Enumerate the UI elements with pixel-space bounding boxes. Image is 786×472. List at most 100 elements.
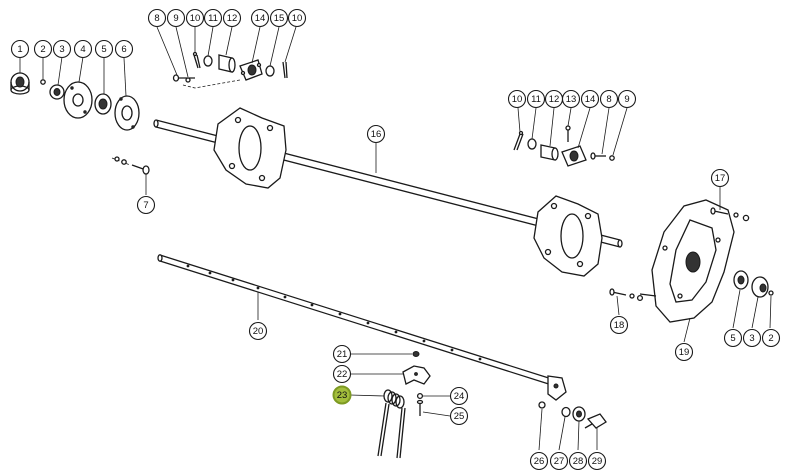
callout-2: 2 <box>33 39 53 59</box>
callout-circle <box>449 406 469 426</box>
callout-7: 7 <box>136 195 156 215</box>
callout-9: 9 <box>617 89 637 109</box>
part-ball-bearing <box>94 93 112 115</box>
callout-circle <box>674 342 694 362</box>
callout-number: 23 <box>337 390 348 401</box>
callout-11: 11 <box>203 8 223 28</box>
callout-circle <box>761 328 781 348</box>
callout-circle <box>609 315 629 335</box>
callout-circle <box>94 39 114 59</box>
part-washer <box>416 392 424 400</box>
callout-number: 10 <box>190 13 201 24</box>
callout-12: 12 <box>222 8 242 28</box>
part-bolt <box>590 152 606 160</box>
callout-24: 24 <box>449 386 469 406</box>
callout-number: 20 <box>253 326 264 337</box>
callout-28: 28 <box>568 451 588 471</box>
callout-number: 22 <box>337 369 348 380</box>
part-flange-housing <box>114 95 140 131</box>
part-bolt-small <box>111 156 150 175</box>
callout-3: 3 <box>52 39 72 59</box>
callout-circle <box>561 89 581 109</box>
bearing-assembly-right <box>513 125 615 167</box>
callout-circle <box>114 39 134 59</box>
part-bolt <box>710 207 750 222</box>
callout-14: 14 <box>250 8 270 28</box>
callout-number: 4 <box>80 44 85 55</box>
part-shim-washer <box>203 55 213 67</box>
callout-number: 17 <box>715 173 726 184</box>
part-sleeve <box>540 144 559 161</box>
part-sleeve <box>218 54 236 73</box>
part-washer <box>561 406 571 418</box>
callout-14: 14 <box>580 89 600 109</box>
callout-number: 9 <box>173 13 178 24</box>
callout-number: 10 <box>512 94 523 105</box>
callout-number: 14 <box>585 94 596 105</box>
cam-track-disc <box>609 199 774 323</box>
callout-number: 11 <box>531 94 541 105</box>
part-tine-clamp <box>402 365 431 385</box>
callout-number: 8 <box>154 13 159 24</box>
callout-8: 8 <box>147 8 167 28</box>
callout-number: 12 <box>227 13 238 24</box>
callout-circle <box>73 39 93 59</box>
shaft-holes <box>186 264 482 361</box>
callout-number: 14 <box>255 13 266 24</box>
part-nut <box>49 84 65 100</box>
callout-circle <box>507 89 527 109</box>
callout-19: 19 <box>674 342 694 362</box>
part-ball-bearing <box>733 270 749 290</box>
callout-circle <box>203 8 223 28</box>
leader-lines <box>19 26 772 451</box>
callout-circle <box>185 8 205 28</box>
callout-number: 13 <box>566 94 577 105</box>
callout-8: 8 <box>599 89 619 109</box>
part-bushing <box>10 72 30 95</box>
callout-circle <box>332 364 352 384</box>
part-bearing-block <box>239 59 263 81</box>
callout-circle <box>526 89 546 109</box>
callout-circle <box>10 39 30 59</box>
callout-21: 21 <box>332 344 352 364</box>
callout-circle <box>723 328 743 348</box>
part-bolt <box>172 74 195 82</box>
callout-1: 1 <box>10 39 30 59</box>
callout-circle <box>332 385 352 405</box>
callout-20: 20 <box>248 321 268 341</box>
callout-16: 16 <box>366 124 386 144</box>
callout-4: 4 <box>73 39 93 59</box>
callout-5: 5 <box>94 39 114 59</box>
callout-circle <box>529 451 549 471</box>
callout-number: 19 <box>679 347 690 358</box>
callout-number: 2 <box>768 333 773 344</box>
part-nut-small <box>412 351 420 357</box>
part-spring-tine <box>377 389 406 459</box>
callout-circle <box>147 8 167 28</box>
callout-number: 8 <box>606 94 611 105</box>
callout-10: 10 <box>287 8 307 28</box>
callout-circle <box>449 386 469 406</box>
callout-number: 6 <box>121 44 126 55</box>
crank-arm <box>547 375 567 401</box>
callout-number: 3 <box>749 333 754 344</box>
callout-2: 2 <box>761 328 781 348</box>
part-split-pin <box>192 51 201 69</box>
callout-circle <box>710 168 730 188</box>
callout-13: 13 <box>561 89 581 109</box>
callout-circle <box>248 321 268 341</box>
part-bolt <box>609 288 644 302</box>
callout-circle <box>599 89 619 109</box>
callout-29: 29 <box>587 451 607 471</box>
callout-number: 24 <box>454 391 465 402</box>
callout-15: 15 <box>269 8 289 28</box>
callout-circle <box>568 451 588 471</box>
callout-circle <box>250 8 270 28</box>
callout-circle <box>222 8 242 28</box>
part-pin <box>584 413 607 429</box>
part-bearing-block <box>561 145 587 167</box>
spider-flange-right <box>533 195 603 277</box>
part-split-pin <box>513 130 524 151</box>
callout-number: 12 <box>549 94 560 105</box>
